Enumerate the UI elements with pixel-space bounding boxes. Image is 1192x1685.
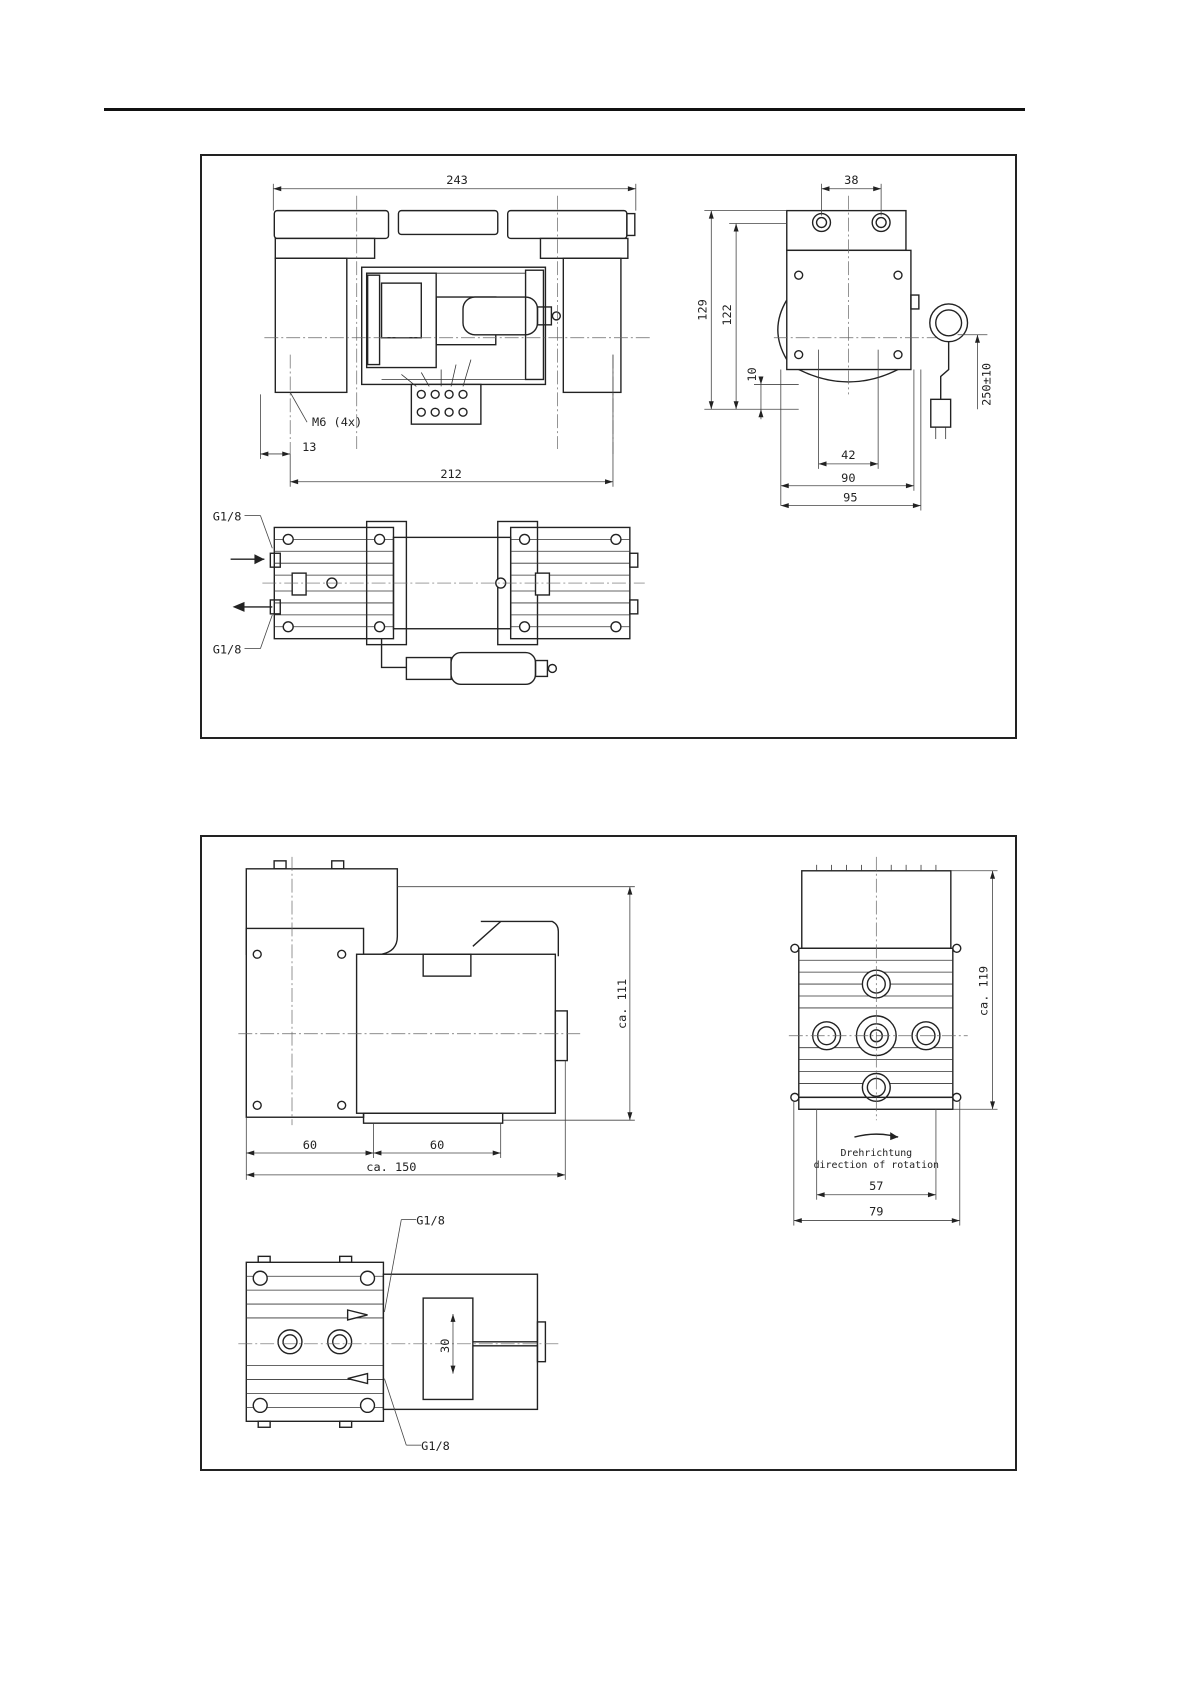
dim-122-label: 122 [720,304,734,326]
rotation-label-en: direction of rotation [814,1160,939,1171]
dim-150-label: ca. 150 [366,1160,416,1174]
dimension-119: ca. 119 [951,871,998,1109]
dimension-90: 90 [781,370,914,506]
port-callout-in: G1/8 [213,509,273,548]
dim-90-label: 90 [841,471,855,485]
dim-60a-label: 60 [303,1138,317,1152]
header-rule [104,108,1025,111]
port-in-label: G1/8 [213,509,242,523]
thread-m6-label: M6 (4x) [312,415,362,429]
port-out-label: G1/8 [213,643,242,657]
dim-38-label: 38 [844,173,858,187]
dim-13-label: 13 [302,440,316,454]
dim-250-label: 250±10 [979,363,993,406]
dimension-38: 38 [822,173,882,216]
dimension-13: 13 [260,394,316,459]
port-top-label: G1/8 [416,1214,445,1228]
top-view-double-pump [231,521,645,684]
dim-95-label: 95 [843,491,857,505]
drawing-frame-single-pump: ca. 111 60 60 ca. 150 [200,835,1017,1471]
dimension-250: 250±10 [958,335,994,409]
dim-119-label: ca. 119 [977,966,991,1016]
port-callout-out: G1/8 [213,615,273,657]
dimension-60-right: 60 [373,1123,500,1158]
top-view-single-pump [238,1256,560,1427]
dimension-10: 10 [745,367,799,419]
port-bottom-label: G1/8 [421,1439,450,1453]
rotation-label-de: Drehrichtung [840,1148,912,1159]
side-view-single-pump [789,857,968,1140]
dim-57-label: 57 [869,1179,883,1193]
dim-42-label: 42 [841,448,855,462]
drawing-frame-double-pump: 243 M6 (4x) 13 212 [200,154,1017,739]
dim-10-label: 10 [745,367,759,381]
dim-79-label: 79 [869,1205,883,1219]
side-view-double-pump [774,196,968,439]
double-pump-drawing: 243 M6 (4x) 13 212 [202,156,1015,737]
thread-callout-m6: M6 (4x) [290,392,362,429]
dim-60b-label: 60 [430,1138,444,1152]
dim-111-label: ca. 111 [615,979,629,1029]
dimension-243: 243 [273,173,636,211]
single-pump-drawing: ca. 111 60 60 ca. 150 [202,837,1015,1469]
dim-129-label: 129 [695,299,709,321]
dimension-60-left: 60 [246,1117,373,1180]
dim-30-label: 30 [438,1339,452,1353]
dim-212-label: 212 [440,467,462,481]
front-view-single-pump [238,857,580,1125]
dimension-95: 95 [781,370,921,511]
dim-243-label: 243 [446,173,468,187]
